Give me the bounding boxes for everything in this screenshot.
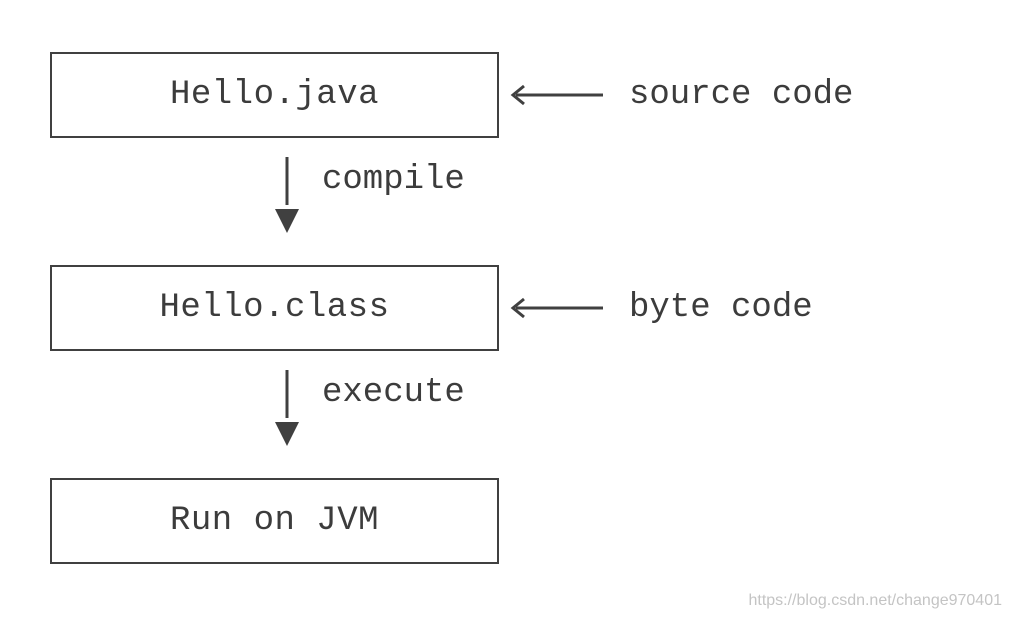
- execute-step-label: execute: [322, 374, 465, 412]
- left-pointer-arrow-icon: [510, 297, 603, 319]
- source-code-annotation: source code: [510, 75, 853, 115]
- source-file-label: Hello.java: [169, 76, 380, 114]
- jvm-run-label: Run on JVM: [169, 502, 380, 540]
- source-code-note: source code: [629, 76, 854, 114]
- down-arrow-icon: [275, 370, 299, 446]
- down-arrow-icon: [275, 157, 299, 233]
- byte-code-annotation: byte code: [510, 288, 813, 328]
- left-pointer-arrow-icon: [510, 84, 603, 106]
- byte-code-note: byte code: [629, 289, 813, 327]
- watermark: https://blog.csdn.net/change970401: [748, 592, 1002, 609]
- compile-step: compile: [272, 157, 572, 235]
- source-file-box: Hello.java: [50, 52, 499, 138]
- execute-step: execute: [272, 370, 572, 448]
- compile-step-label: compile: [322, 161, 465, 199]
- jvm-run-box: Run on JVM: [50, 478, 499, 564]
- class-file-label: Hello.class: [159, 289, 390, 327]
- class-file-box: Hello.class: [50, 265, 499, 351]
